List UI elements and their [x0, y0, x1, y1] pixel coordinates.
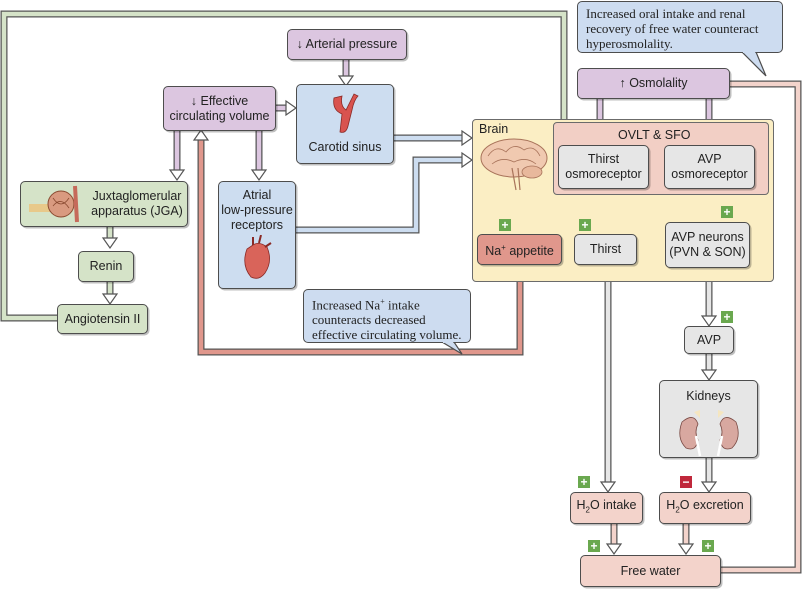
angiotensin-ii-node: Angiotensin II [57, 304, 148, 334]
avp-node: AVP [684, 326, 734, 354]
avp-osmoreceptor-node: AVP osmoreceptor [664, 145, 755, 189]
thirst-node: Thirst [574, 234, 637, 265]
jga-icon [29, 185, 79, 223]
heart-icon [244, 235, 272, 279]
renin-node: Renin [78, 251, 134, 282]
free-water-node: Free water [580, 555, 721, 587]
sodium-feedback-arrow [192, 128, 524, 356]
up-arrow-icon: ↑ [619, 76, 626, 90]
plus-badge-thirst: + [579, 219, 591, 231]
osmolality-node: ↑ Osmolality [577, 68, 730, 99]
plus-badge-na-appetite: + [499, 219, 511, 231]
atrial-receptors-node: Atrial low-pressure receptors [218, 181, 296, 289]
effective-circulating-volume-node: ↓ Effective circulating volume [163, 86, 276, 131]
plus-badge-excretion-to-free-water: + [702, 540, 714, 552]
minus-badge-h2o-excretion: − [680, 476, 692, 488]
atrial-to-brain-arrow [296, 151, 474, 234]
h2o-excretion-node: H2O excretion [659, 492, 751, 524]
carotid-sinus-icon [333, 93, 359, 133]
thirst-osmoreceptor-node: Thirst osmoreceptor [558, 145, 649, 189]
carotid-sinus-node: Carotid sinus [296, 84, 394, 164]
osmolality-callout-pointer [741, 52, 767, 77]
down-arrow-icon: ↓ [190, 93, 198, 108]
plus-badge-intake-to-free-water: + [588, 540, 600, 552]
kidneys-icon [678, 410, 739, 457]
plus-badge-h2o-intake: + [578, 476, 590, 488]
ovlt-sfo-label: OVLT & SFO [618, 128, 691, 142]
avp-neurons-node: AVP neurons (PVN & SON) [665, 222, 750, 268]
pink-arrows [605, 524, 695, 556]
raas-arrows [101, 227, 119, 306]
na-appetite-node: Na+ appetite [477, 234, 562, 265]
arterial-pressure-node: ↓ Arterial pressure [287, 29, 407, 60]
plus-badge-avp-neurons: + [721, 206, 733, 218]
plus-badge-avp: + [721, 311, 733, 323]
kidneys-node: Kidneys [659, 380, 758, 458]
osmolality-callout: Increased oral intake and renal recovery… [577, 1, 783, 53]
carotid-to-brain-arrow [394, 129, 474, 147]
sodium-callout-pointer [440, 342, 463, 355]
h2o-intake-node: H2O intake [570, 492, 643, 524]
sodium-callout: Increased Na+ intake counteracts decreas… [303, 289, 471, 343]
down-arrow-icon: ↓ [296, 37, 303, 51]
brain-icon [480, 138, 548, 191]
brain-label: Brain [479, 122, 509, 136]
